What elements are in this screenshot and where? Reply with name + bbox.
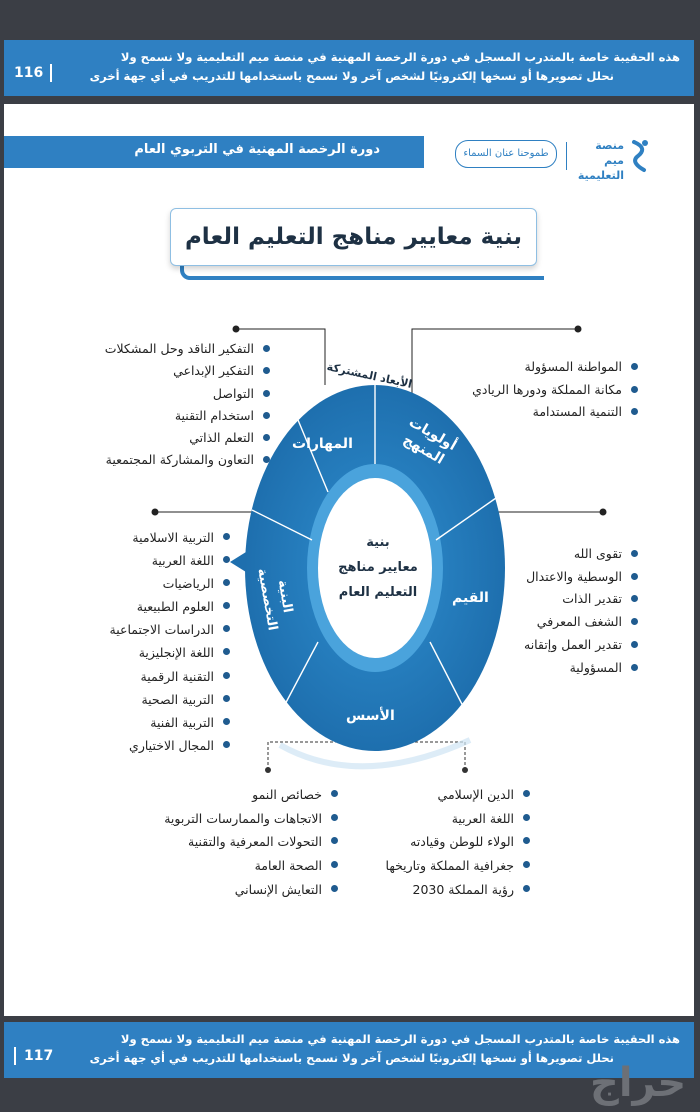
page-number: 116 — [14, 65, 44, 81]
page-number-divider — [14, 1047, 16, 1065]
specialized-list: التربية الاسلامية اللغة العربية الرياضيا… — [110, 526, 231, 757]
list-item: المواطنة المسؤولة — [472, 356, 638, 379]
list-item: التواصل — [105, 383, 271, 405]
list-item: الولاء للوطن وقيادته — [386, 830, 531, 854]
list-item: الاتجاهات والممارسات التربوية — [164, 807, 338, 831]
list-item: المسؤولية — [524, 657, 638, 680]
list-item: رؤية المملكة 2030 — [386, 878, 531, 902]
list-item: التربية الصحية — [110, 688, 231, 711]
list-item: المجال الاختياري — [110, 734, 231, 757]
logo-line1: منصة ميم — [595, 139, 624, 167]
list-item: التعايش الإنساني — [164, 878, 338, 902]
center-label-line2: معايير مناهج — [338, 560, 418, 575]
segment-skills: المهارات — [292, 436, 353, 452]
list-item: اللغة العربية — [386, 807, 531, 831]
logo-text: منصة ميم التعليمية — [576, 138, 624, 183]
list-item: الدين الإسلامي — [386, 783, 531, 807]
list-item: مكانة المملكة ودورها الريادي — [472, 379, 638, 402]
slogan-badge: طموحنا عنان السماء — [455, 140, 557, 168]
list-item: التفكير الناقد وحل المشكلات — [105, 338, 271, 360]
list-item: تقوى الله — [524, 543, 638, 566]
list-item: الرياضيات — [110, 572, 231, 595]
list-item: تقدير العمل وإتقانه — [524, 634, 638, 657]
list-item: التربية الفنية — [110, 711, 231, 734]
list-item: جغرافية المملكة وتاريخها — [386, 854, 531, 878]
list-item: الوسطية والاعتدال — [524, 566, 638, 589]
page-number-divider — [50, 64, 52, 82]
watermark: حراج — [590, 1060, 687, 1106]
top-notice-line1: هذه الحقيبة خاصة بالمتدرب المسجل في دورة… — [120, 50, 680, 64]
priorities-list: المواطنة المسؤولة مكانة المملكة ودورها ا… — [472, 356, 638, 424]
center-label-line1: بنية — [366, 535, 390, 550]
foundations-left-list: خصائص النمو الاتجاهات والممارسات التربوي… — [164, 783, 338, 902]
list-item: اللغة الإنجليزية — [110, 641, 231, 664]
top-notice-line2: نحلل تصويرها أو نسخها إلكترونيًا لشخص آخ… — [89, 69, 614, 83]
values-list: تقوى الله الوسطية والاعتدال تقدير الذات … — [524, 543, 638, 679]
main-title: بنية معايير مناهج التعليم العام — [170, 208, 537, 266]
center-label: بنية معايير مناهج التعليم العام — [322, 530, 434, 605]
list-item: التقنية الرقمية — [110, 665, 231, 688]
list-item: التحولات المعرفية والتقنية — [164, 830, 338, 854]
top-notice-band: هذه الحقيبة خاصة بالمتدرب المسجل في دورة… — [4, 40, 694, 96]
bottom-notice-band: هذه الحقيبة خاصة بالمتدرب المسجل في دورة… — [4, 1022, 694, 1078]
list-item: الشغف المعرفي — [524, 611, 638, 634]
list-item: التنمية المستدامة — [472, 401, 638, 424]
list-item: العلوم الطبيعية — [110, 595, 231, 618]
skills-list: التفكير الناقد وحل المشكلات التفكير الإب… — [105, 338, 271, 472]
list-item: استخدام التقنية — [105, 405, 271, 427]
logo-line2: التعليمية — [577, 169, 624, 182]
bottom-notice-line1: هذه الحقيبة خاصة بالمتدرب المسجل في دورة… — [120, 1032, 680, 1046]
course-header-bar — [4, 136, 424, 168]
segment-values: القيم — [452, 590, 489, 606]
course-title: دورة الرخصة المهنية في التربوي العام — [134, 142, 380, 157]
platform-logo-icon — [632, 140, 648, 172]
logo-divider — [566, 142, 567, 170]
title-accent — [180, 266, 544, 280]
list-item: خصائص النمو — [164, 783, 338, 807]
list-item: الصحة العامة — [164, 854, 338, 878]
list-item: التعاون والمشاركة المجتمعية — [105, 449, 271, 471]
center-label-line3: التعليم العام — [338, 585, 418, 600]
list-item: الدراسات الاجتماعية — [110, 618, 231, 641]
list-item: اللغة العربية — [110, 549, 231, 572]
list-item: التربية الاسلامية — [110, 526, 231, 549]
foundations-right-list: الدين الإسلامي اللغة العربية الولاء للوط… — [386, 783, 531, 902]
list-item: تقدير الذات — [524, 588, 638, 611]
bottom-notice-line2: نحلل تصويرها أو نسخها إلكترونيًا لشخص آخ… — [89, 1051, 614, 1065]
list-item: التفكير الإبداعي — [105, 360, 271, 382]
list-item: التعلم الذاتي — [105, 427, 271, 449]
segment-foundations: الأسس — [346, 708, 395, 724]
page-number: 117 — [24, 1048, 54, 1064]
